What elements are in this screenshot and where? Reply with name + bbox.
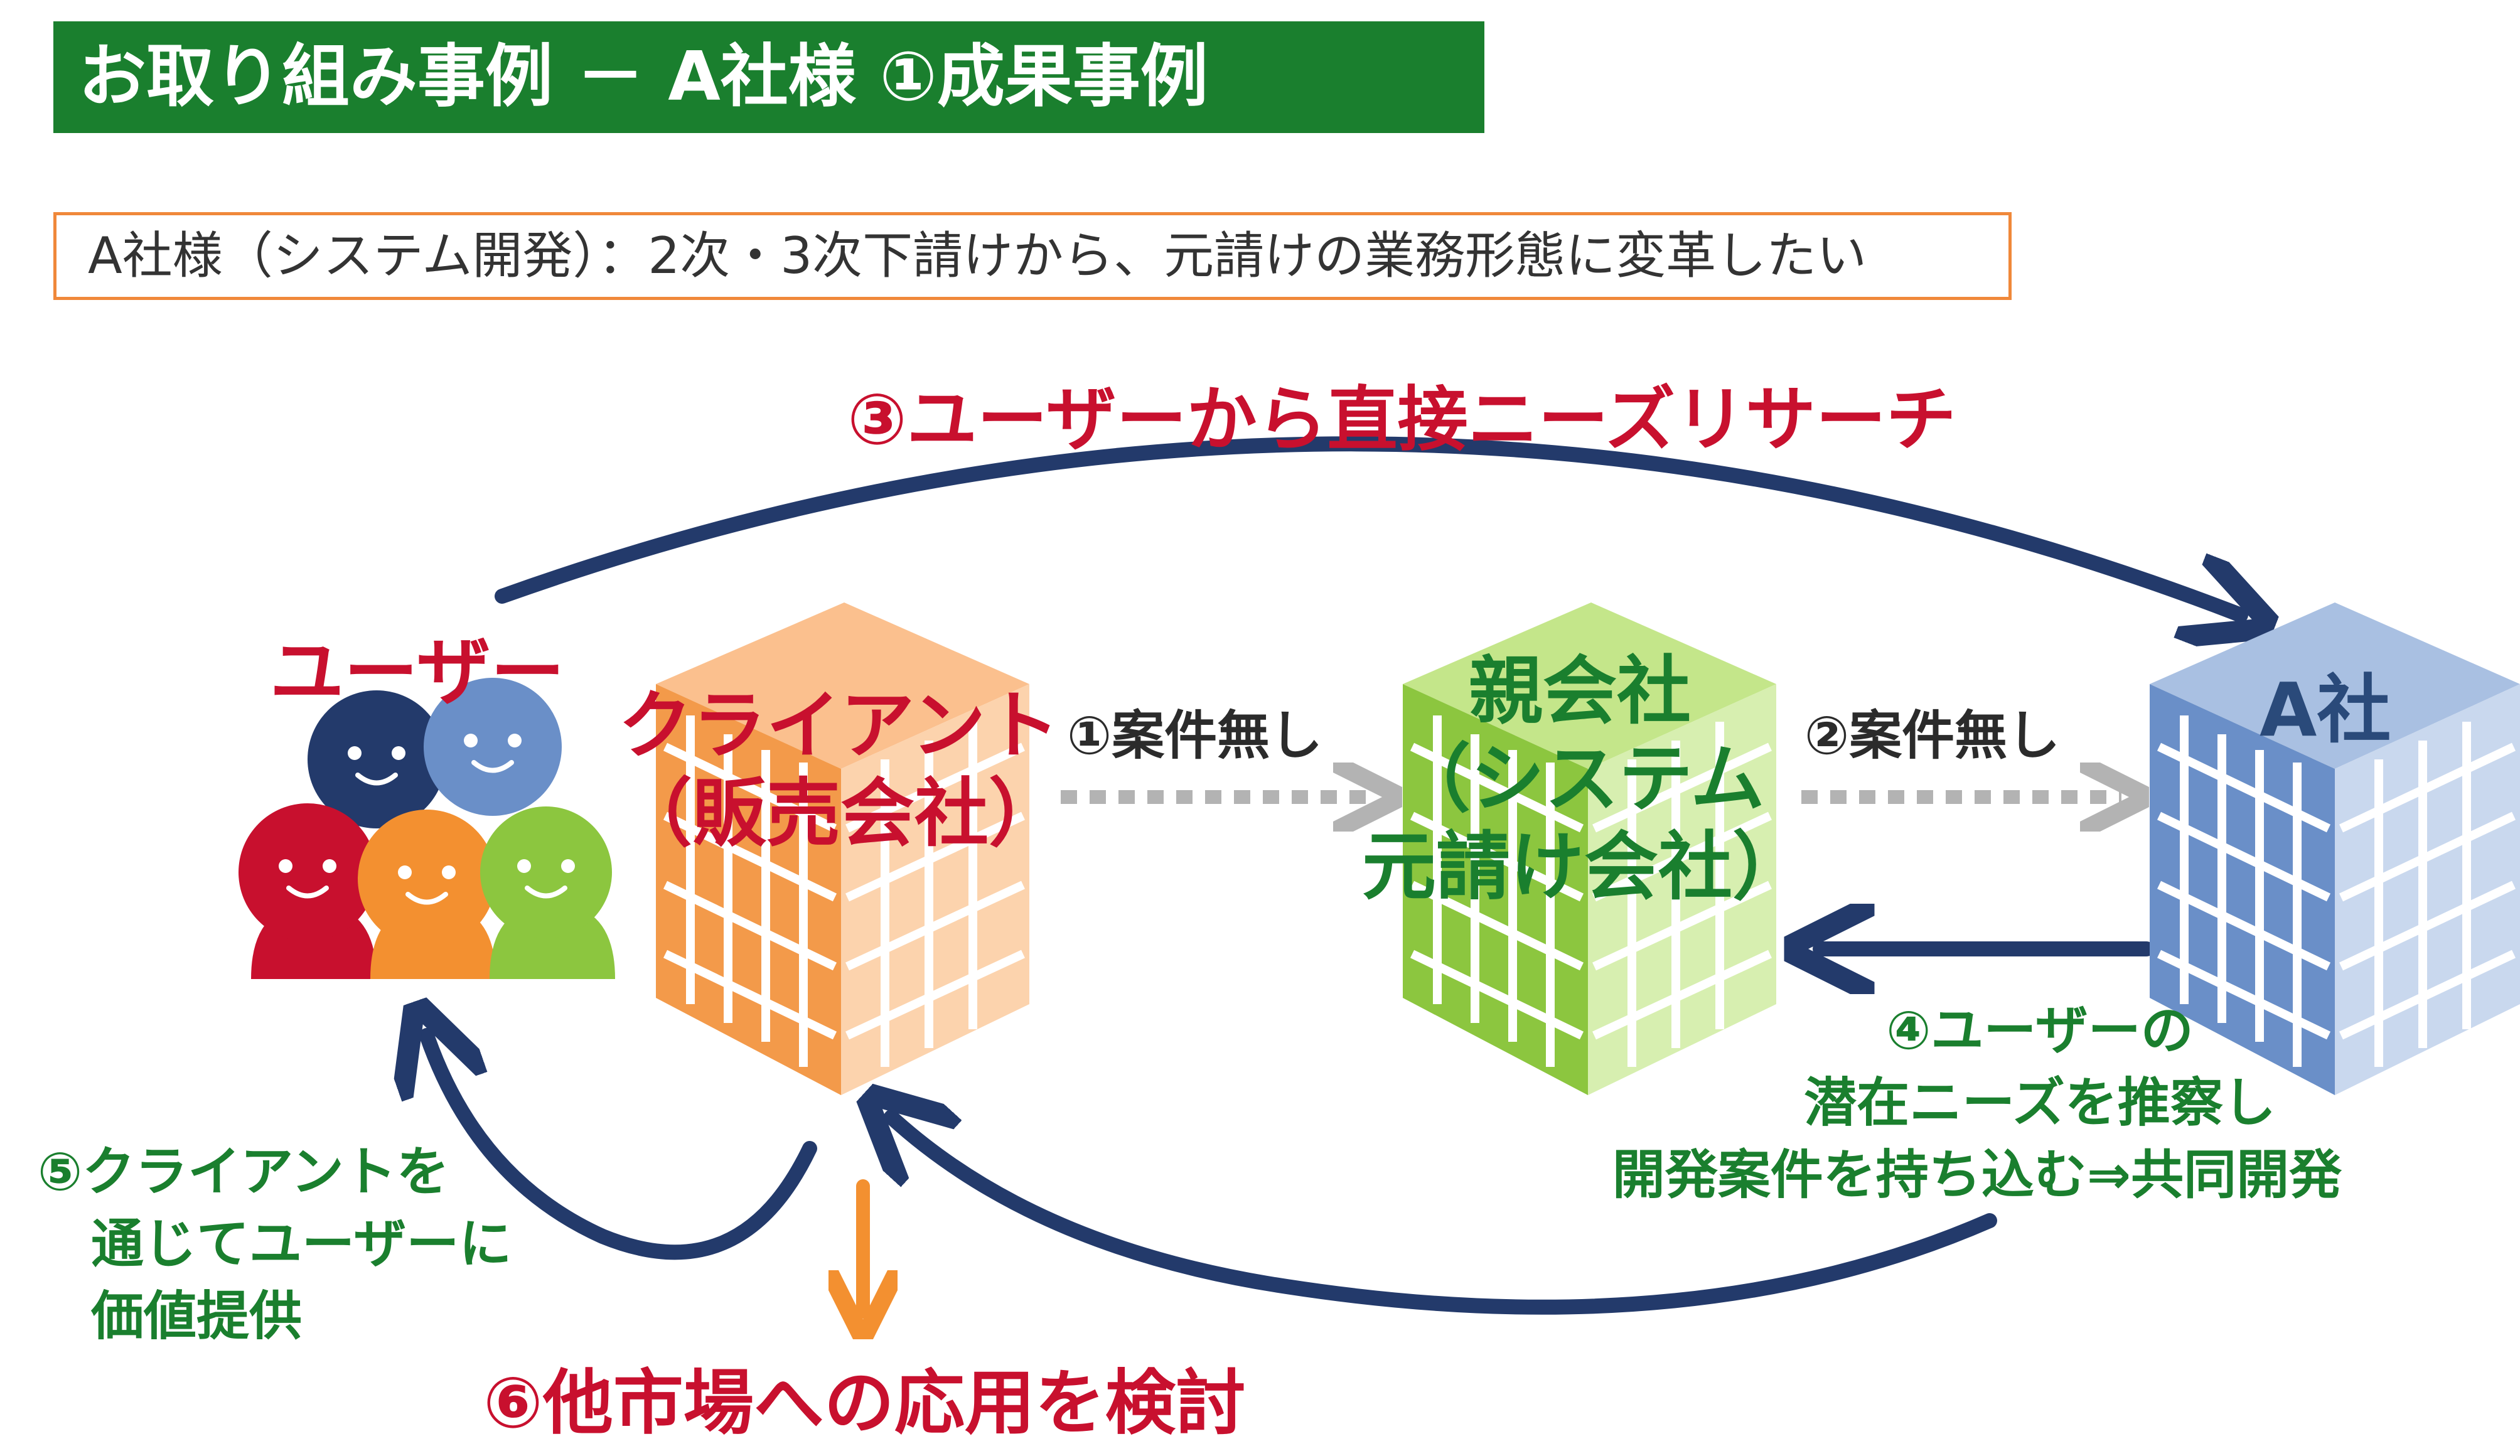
client-label-line1: クライアント [618,682,1060,769]
step4-label-line3: 開発案件を持ち込む⇒共同開発 [1612,1144,2342,1206]
subtitle: A社様（システム開発）：2次・3次下請けから、元請けの業務形態に変革したい [88,227,1867,285]
company-a-label: A社 [2260,666,2391,753]
step4-label-line1: ④ユーザーの [1886,1000,2194,1061]
step3-label: ③ユーザーから直接ニーズリサーチ [847,379,1956,461]
arrow-bottom-to-client [891,1117,1997,1315]
subtitle-box: A社様（システム開発）：2次・3次下請けから、元請けの業務形態に変革したい [53,212,2012,300]
client-building-icon [656,602,1029,1095]
arrow-research-to-a [495,436,2241,615]
title-bar: お取り組み事例 － A社様 ①成果事例 [53,21,1484,133]
parent-building-icon [1403,602,1776,1095]
step6-label: ⑥他市場への応用を検討 [483,1362,1246,1444]
parent-label-line1: 親会社 [1469,648,1692,734]
company-a-building-icon [2150,602,2520,1095]
users-icon [239,678,615,979]
page-title: お取り組み事例 － A社様 ①成果事例 [78,38,1208,116]
users-label: ユーザー [270,629,565,715]
step5-label-line3: 価値提供 [91,1285,303,1347]
client-label-line2: （販売会社） [618,770,1063,857]
step5-label-line2: 通じてユーザーに [91,1213,512,1275]
step5-label-line1: ⑤クライアントを [38,1141,449,1202]
step1-label: ①案件無し [1067,705,1323,766]
step2-label: ②案件無し [1804,705,2061,766]
parent-label-line3: 元請け会社） [1362,823,1807,910]
step4-label-line2: 潜在ニーズを推察し [1804,1072,2276,1133]
arrow-client-to-users [427,1036,817,1260]
parent-label-line2: （システム [1397,736,1765,822]
